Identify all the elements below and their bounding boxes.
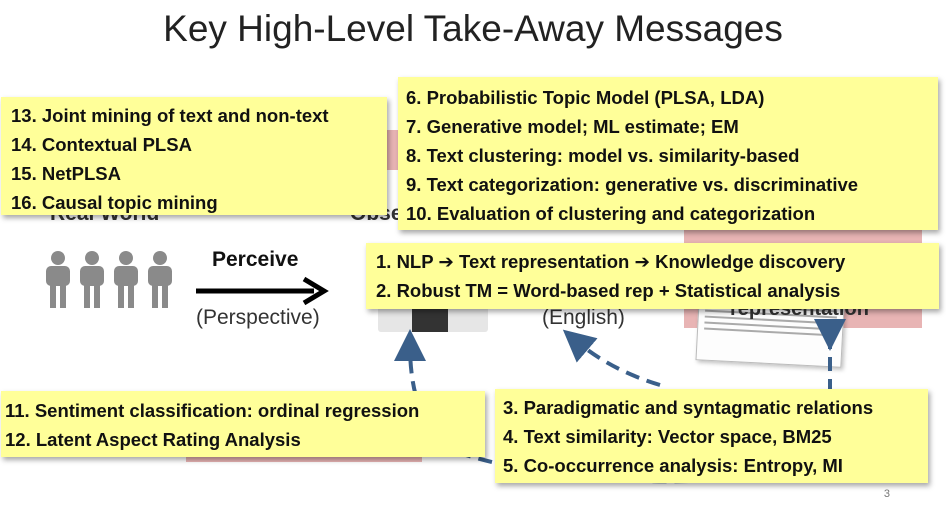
box-line: 5. Co-occurrence analysis: Entropy, MI (503, 455, 843, 476)
perspective-label: (Perspective) (196, 306, 320, 329)
box-line: 16. Causal topic mining (11, 192, 218, 213)
box-topic-models: 6. Probabilistic Topic Model (PLSA, LDA)… (398, 77, 938, 230)
slide-number: 3 (883, 488, 890, 500)
box-line: 15. NetPLSA (11, 163, 122, 184)
box-line: 3. Paradigmatic and syntagmatic relation… (503, 397, 874, 418)
perceive-label: Perceive (212, 248, 299, 271)
box-line: 10. Evaluation of clustering and categor… (406, 203, 816, 224)
box-line: 9. Text categorization: generative vs. d… (406, 174, 859, 195)
box-line: 8. Text clustering: model vs. similarity… (406, 145, 800, 166)
box-line: 6. Probabilistic Topic Model (PLSA, LDA) (406, 87, 765, 108)
box-line: 11. Sentiment classification: ordinal re… (5, 400, 420, 421)
perceive-arrow (196, 276, 329, 306)
box-line: 12. Latent Aspect Rating Analysis (5, 429, 301, 450)
box-line: 2. Robust TM = Word-based rep + Statisti… (376, 280, 841, 301)
english-label: (English) (542, 306, 625, 329)
box-advanced-topics: 13. Joint mining of text and non-text 14… (1, 97, 387, 215)
box-line: 4. Text similarity: Vector space, BM25 (503, 426, 832, 447)
slide-title: Key High-Level Take-Away Messages (163, 8, 783, 49)
box-nlp-pipeline: 1. NLP ➔ Text representation ➔ Knowledge… (366, 243, 939, 309)
box-line: 7. Generative model; ML estimate; EM (406, 116, 739, 137)
box-sentiment: 11. Sentiment classification: ordinal re… (1, 391, 485, 457)
box-line: 1. NLP ➔ Text representation ➔ Knowledge… (376, 251, 846, 272)
box-line: 13. Joint mining of text and non-text (11, 105, 329, 126)
box-line: 14. Contextual PLSA (11, 134, 192, 155)
people-icon (46, 251, 172, 308)
box-word-association: 3. Paradigmatic and syntagmatic relation… (495, 389, 928, 483)
